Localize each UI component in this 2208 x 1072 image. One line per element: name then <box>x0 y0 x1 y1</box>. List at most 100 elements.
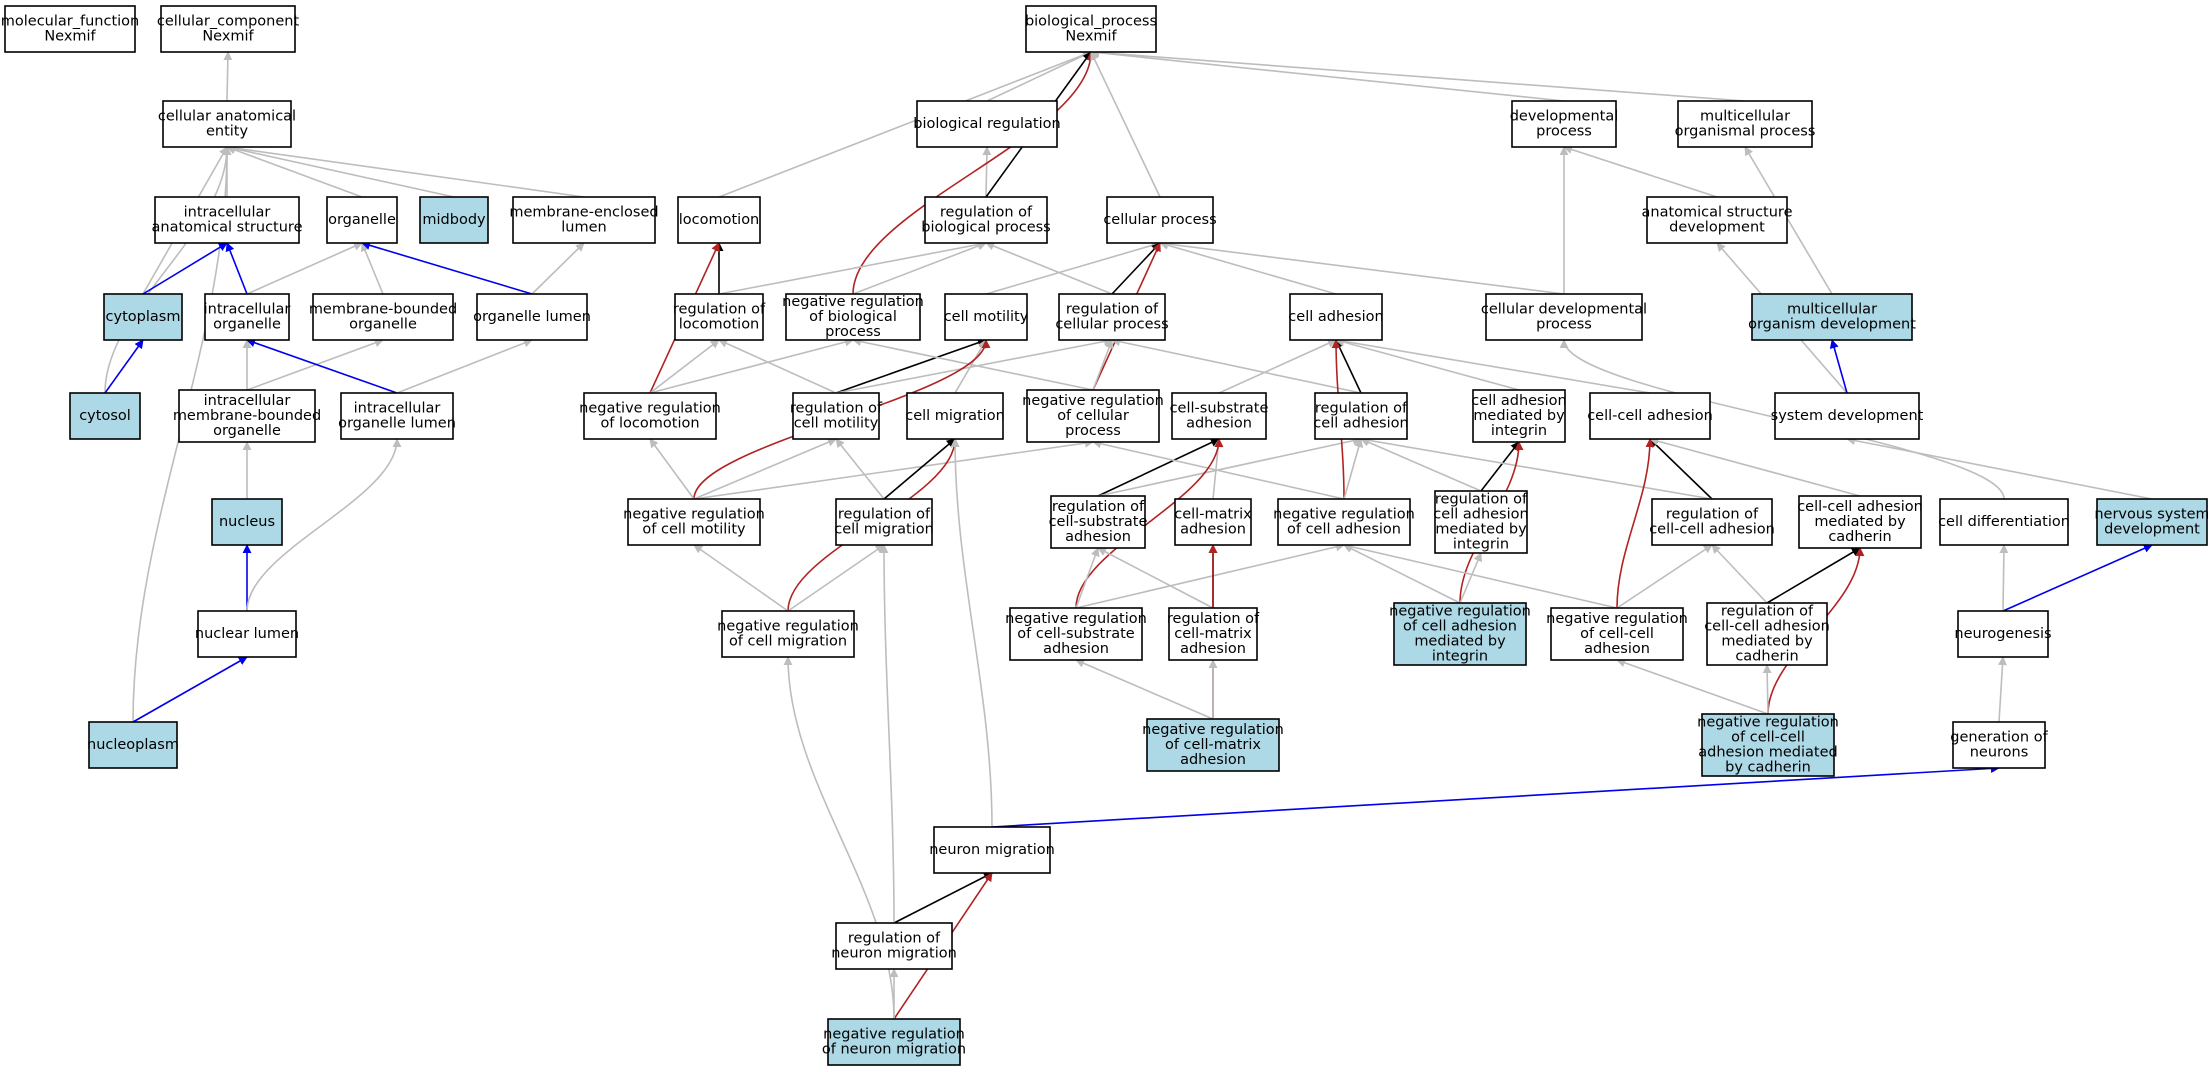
node-label-line: process <box>1065 423 1121 439</box>
edge-is-a <box>835 438 885 500</box>
node-label-line: cellular process <box>1055 317 1168 333</box>
edge-is-a <box>879 544 895 924</box>
node-label-line: neuron migration <box>831 946 957 962</box>
node-box <box>2096 498 2208 546</box>
go-term-node[interactable]: nuclear lumen <box>195 610 299 658</box>
node-label-line: cellular_component <box>157 14 300 30</box>
node-box <box>721 610 855 658</box>
node-label-line: regulation of <box>1052 499 1145 515</box>
edge-is-a <box>1711 544 1768 604</box>
go-term-node[interactable]: midbody <box>419 196 489 244</box>
go-term-node[interactable]: organelle lumen <box>473 293 591 341</box>
node-label-line: by cadherin <box>1725 760 1811 776</box>
node-label-line: cellular process <box>1103 212 1216 228</box>
go-term-node[interactable]: cell migration <box>905 392 1005 440</box>
go-term-node[interactable]: cell motility <box>944 293 1029 341</box>
node-box <box>1939 498 2069 546</box>
go-term-node[interactable]: cell adhesion <box>1288 293 1384 341</box>
go-term-node[interactable]: system development <box>1771 392 1924 440</box>
edge-is-a <box>104 146 232 394</box>
go-term-node[interactable]: organelle <box>326 196 398 244</box>
node-label-line: of cell-cell <box>1580 626 1654 642</box>
go-term-node[interactable]: locomotion <box>677 196 761 244</box>
node-label-line: Nexmif <box>202 29 254 45</box>
go-term-node[interactable]: neurogenesis <box>1954 610 2052 658</box>
go-term-node[interactable]: neuron migration <box>929 826 1055 874</box>
go-term-node[interactable]: nucleoplasm <box>87 721 179 769</box>
edge-is-a <box>1343 438 1364 500</box>
go-term-node[interactable]: cell-cell adhesion <box>1587 392 1713 440</box>
node-label-line: of cellular <box>1057 408 1129 424</box>
go-term-node[interactable]: biological regulation <box>913 100 1061 148</box>
node-box <box>1106 196 1214 244</box>
node-label-line: negative regulation <box>623 507 765 523</box>
go-term-node[interactable]: cellular process <box>1103 196 1217 244</box>
edge-is-a <box>1360 438 1482 492</box>
node-box <box>326 196 398 244</box>
node-label-line: adhesion <box>1180 641 1246 657</box>
go-term-node[interactable]: cell differentiation <box>1938 498 2070 546</box>
go-term-node[interactable]: cytoplasm <box>103 293 183 341</box>
node-label-line: membrane-enclosed <box>509 205 658 221</box>
node-box <box>154 196 300 244</box>
edge-is-a <box>985 241 1113 295</box>
edge-is-a <box>1998 656 2007 723</box>
edge-is-a <box>1999 544 2009 612</box>
node-label-line: cell-substrate <box>1170 401 1269 417</box>
node-box <box>88 721 178 769</box>
node-label-line: cell migration <box>905 408 1005 424</box>
go-term-node[interactable]: cytosol <box>69 392 141 440</box>
node-label-line: of cell-matrix <box>1165 737 1261 753</box>
go-term-node[interactable]: nucleus <box>211 498 283 546</box>
node-label-line: biological regulation <box>913 116 1060 132</box>
node-label-line: locomotion <box>679 212 760 228</box>
edge-negatively-regulates <box>1075 438 1224 609</box>
